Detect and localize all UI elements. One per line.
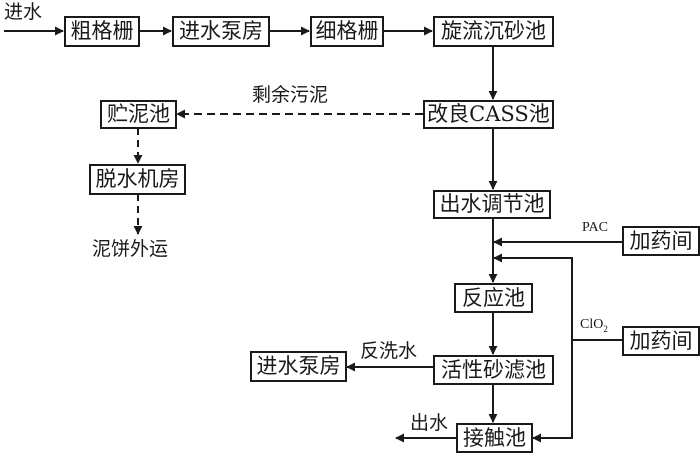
clo2-label: ClO2 (580, 318, 608, 334)
node-sludge-tank: 贮泥池 (100, 100, 177, 129)
node-fine-screen: 细格栅 (310, 16, 384, 47)
node-dewatering-house: 脱水机房 (89, 164, 186, 195)
excess-sludge-label: 剩余污泥 (252, 84, 329, 106)
inflow-label: 进水 (4, 1, 43, 23)
backwash-water-label: 反洗水 (360, 340, 418, 362)
pac-label: PAC (582, 220, 608, 235)
node-effluent-regulating-tank: 出水调节池 (433, 190, 551, 219)
node-dosing-room-pac: 加药间 (622, 226, 700, 256)
node-inlet-pump-house: 进水泵房 (172, 16, 270, 47)
edge-clo2-contact-tank (532, 340, 573, 443)
clo2-label-main: ClO (580, 317, 604, 332)
outflow-label: 出水 (410, 412, 449, 434)
node-reaction-tank: 反应池 (454, 283, 533, 313)
node-contact-tank: 接触池 (456, 423, 533, 453)
node-vortex-grit-chamber: 旋流沉砂池 (433, 16, 554, 47)
edge-clo2-dosing-loop (493, 253, 622, 341)
node-dosing-room-clo2: 加药间 (622, 326, 700, 356)
sludge-cake-out-label: 泥饼外运 (92, 238, 169, 260)
node-active-sand-filter: 活性砂滤池 (433, 355, 554, 385)
node-backwash-pump-house: 进水泵房 (250, 351, 347, 382)
node-improved-cass: 改良CASS池 (423, 100, 554, 129)
node-coarse-screen: 粗格栅 (64, 16, 140, 47)
clo2-label-subscript: 2 (603, 323, 608, 334)
